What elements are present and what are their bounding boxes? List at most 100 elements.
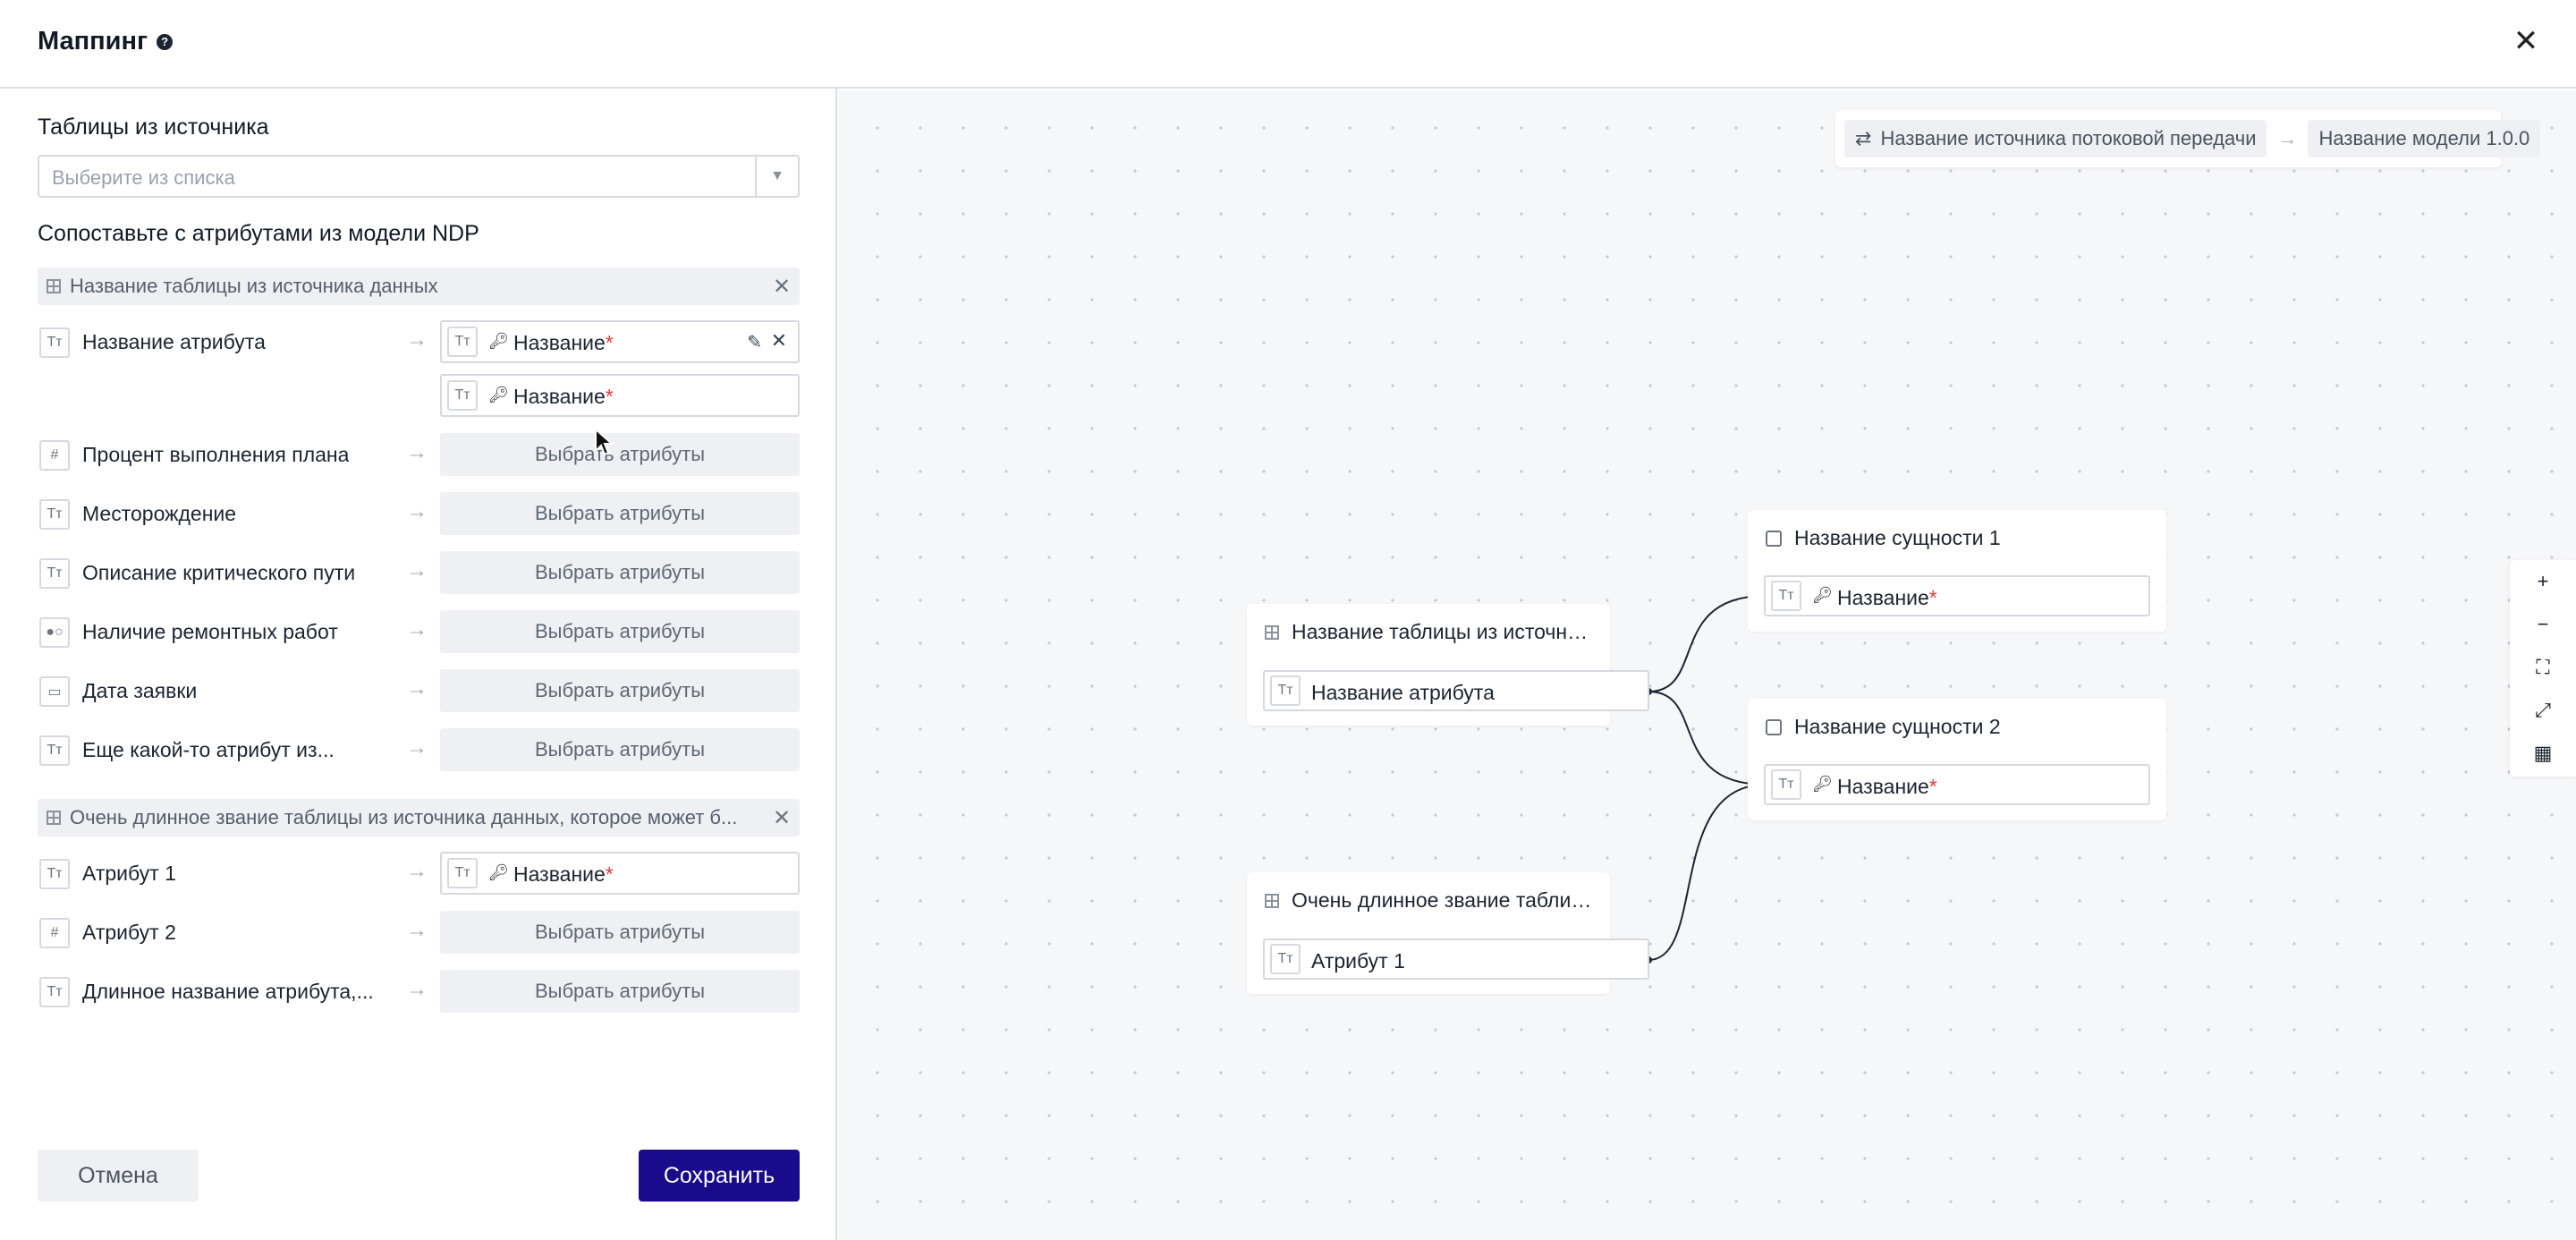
- chevron-down-icon[interactable]: ▼: [755, 157, 798, 196]
- fit-view-icon[interactable]: ⛶: [2536, 656, 2550, 678]
- source-tables-placeholder: Выберите из списка: [52, 166, 235, 189]
- breadcrumb-source[interactable]: ⇄ Название источника потоковой передачи: [1844, 120, 2267, 157]
- remove-table-icon[interactable]: ✕: [772, 274, 792, 299]
- arrow-right-icon: →: [406, 918, 428, 942]
- node-header: Очень длинное звание таблицы из...: [1265, 888, 1597, 913]
- source-tables-select[interactable]: Выберите из списка ▼: [38, 155, 800, 198]
- node-header: Название таблицы из источника дан...: [1265, 620, 1597, 644]
- arrow-right-icon: →: [406, 676, 428, 701]
- node-title: Название таблицы из источника дан...: [1292, 620, 1597, 643]
- map-icon[interactable]: ▦: [2533, 742, 2553, 764]
- modal-header: Маппинг ? ✕: [0, 0, 2576, 89]
- key-icon: 🔑︎: [1812, 586, 1833, 604]
- attribute-label: Длинное название атрибута,...: [82, 980, 374, 1003]
- arrow-right-icon: →: [406, 499, 428, 523]
- node-attribute-name: Название атрибута: [1311, 681, 1495, 704]
- node-attribute-field[interactable]: Tт 🔑︎ Название*: [1764, 575, 2150, 616]
- text-type-icon: Tт: [1270, 944, 1301, 974]
- source-table-node[interactable]: Очень длинное звание таблицы из... Tт Ат…: [1247, 872, 1649, 994]
- mapping-section-label: Сопоставьте с атрибутами из модели NDP: [38, 221, 479, 246]
- attribute-label: Еще какой-то атрибут из...: [82, 738, 335, 761]
- zoom-out-icon[interactable]: −: [2537, 613, 2549, 635]
- text-type-icon: Tт: [39, 499, 70, 530]
- mapping-row: Tт Длинное название атрибута,... → Выбра…: [38, 970, 800, 1013]
- breadcrumb-source-label: Название источника потоковой передачи: [1880, 127, 2257, 149]
- arrow-right-icon: →: [406, 327, 428, 352]
- arrow-right-icon: →: [406, 440, 428, 464]
- key-icon: 🔑︎: [1812, 775, 1833, 793]
- attribute-label: Название атрибута: [82, 330, 266, 353]
- source-table-group-1: Название таблицы из источника данных ✕: [38, 268, 800, 305]
- table-icon: [47, 279, 61, 293]
- arrow-right-icon: →: [2277, 127, 2298, 149]
- zoom-controls: + − ⛶ ⤢ ▦: [2510, 560, 2576, 777]
- date-type-icon: ▭: [39, 676, 70, 707]
- key-icon: 🔑︎: [488, 332, 509, 350]
- mapping-canvas[interactable]: ⇄ Название источника потоковой передачи …: [839, 90, 2576, 1240]
- edit-icon[interactable]: ✎: [747, 333, 762, 352]
- node-title: Название сущности 2: [1794, 715, 2001, 738]
- text-type-icon: Tт: [1771, 769, 1801, 800]
- text-type-icon: Tт: [39, 977, 70, 1007]
- number-type-icon: #: [39, 918, 70, 948]
- question-circle-icon[interactable]: ?: [157, 33, 174, 50]
- remove-icon[interactable]: ✕: [770, 329, 787, 352]
- key-icon: 🔑︎: [488, 386, 509, 403]
- close-icon[interactable]: ✕: [2512, 24, 2539, 58]
- mouse-cursor-icon: [595, 428, 614, 456]
- modal-title-text: Маппинг: [38, 27, 148, 55]
- select-attributes-button[interactable]: Выбрать атрибуты: [440, 728, 800, 771]
- node-header: Название сущности 1: [1766, 526, 2154, 550]
- entity-node[interactable]: Название сущности 2 Tт 🔑︎ Название*: [1748, 699, 2166, 820]
- node-attribute-name: Название*: [1837, 775, 1937, 798]
- select-attributes-button[interactable]: Выбрать атрибуты: [440, 433, 800, 476]
- text-type-icon: Tт: [447, 327, 478, 357]
- attribute-label: Атрибут 1: [82, 862, 176, 885]
- select-attributes-button[interactable]: Выбрать атрибуты: [440, 970, 800, 1013]
- group-title: Название таблицы из источника данных: [70, 275, 438, 297]
- mapping-row: Tт Атрибут 1 → Tт 🔑︎ Название*: [38, 852, 800, 895]
- expand-icon[interactable]: ⤢: [2535, 699, 2551, 721]
- node-header: Название сущности 2: [1766, 715, 2154, 739]
- select-attributes-button[interactable]: Выбрать атрибуты: [440, 551, 800, 594]
- mapped-attribute-field[interactable]: Tт 🔑︎ Название* ✎ ✕: [440, 320, 800, 363]
- number-type-icon: #: [39, 440, 70, 471]
- text-type-icon: Tт: [39, 735, 70, 766]
- source-table-node[interactable]: Название таблицы из источника дан... Tт …: [1247, 604, 1649, 726]
- node-attribute-field[interactable]: Tт Атрибут 1: [1263, 938, 1649, 980]
- mapping-row: Tт Название атрибута → Tт 🔑︎ Название* ✎…: [38, 320, 800, 417]
- save-button[interactable]: Сохранить: [639, 1150, 800, 1202]
- node-attribute-name: Название*: [1837, 586, 1937, 609]
- mapped-attribute-name: Название*: [513, 385, 614, 408]
- remove-table-icon[interactable]: ✕: [772, 805, 792, 830]
- attribute-label: Описание критического пути: [82, 561, 356, 584]
- cube-icon: [1766, 530, 1782, 547]
- node-attribute-field[interactable]: Tт 🔑︎ Название*: [1764, 764, 2150, 805]
- attribute-label: Атрибут 2: [82, 921, 176, 944]
- select-attributes-button[interactable]: Выбрать атрибуты: [440, 610, 800, 653]
- select-attributes-button[interactable]: Выбрать атрибуты: [440, 492, 800, 535]
- source-tables-label: Таблицы из источника: [38, 115, 269, 140]
- text-type-icon: Tт: [1771, 581, 1801, 611]
- mapped-attribute-field[interactable]: Tт 🔑︎ Название*: [440, 374, 800, 417]
- attribute-label: Дата заявки: [82, 679, 198, 702]
- table-icon: [1265, 624, 1279, 640]
- key-icon: 🔑︎: [488, 863, 509, 881]
- text-type-icon: Tт: [39, 558, 70, 589]
- mapped-attribute-field[interactable]: Tт 🔑︎ Название*: [440, 852, 800, 895]
- group-title: Очень длинное звание таблицы из источник…: [70, 806, 738, 828]
- entity-node[interactable]: Название сущности 1 Tт 🔑︎ Название*: [1748, 510, 2166, 632]
- select-attributes-button[interactable]: Выбрать атрибуты: [440, 669, 800, 712]
- arrow-right-icon: →: [406, 859, 428, 883]
- text-type-icon: Tт: [447, 380, 478, 411]
- breadcrumb: ⇄ Название источника потоковой передачи …: [1835, 110, 2541, 167]
- cancel-button[interactable]: Отмена: [38, 1150, 199, 1202]
- text-type-icon: Tт: [39, 859, 70, 889]
- arrow-right-icon: →: [406, 735, 428, 760]
- select-attributes-button[interactable]: Выбрать атрибуты: [440, 911, 800, 954]
- mapping-row: # Атрибут 2 → Выбрать атрибуты: [38, 911, 800, 954]
- node-attribute-field[interactable]: Tт Название атрибута: [1263, 670, 1649, 711]
- breadcrumb-model[interactable]: Название модели 1.0.0: [2308, 120, 2541, 157]
- text-type-icon: Tт: [39, 327, 70, 358]
- zoom-in-icon[interactable]: +: [2537, 570, 2549, 592]
